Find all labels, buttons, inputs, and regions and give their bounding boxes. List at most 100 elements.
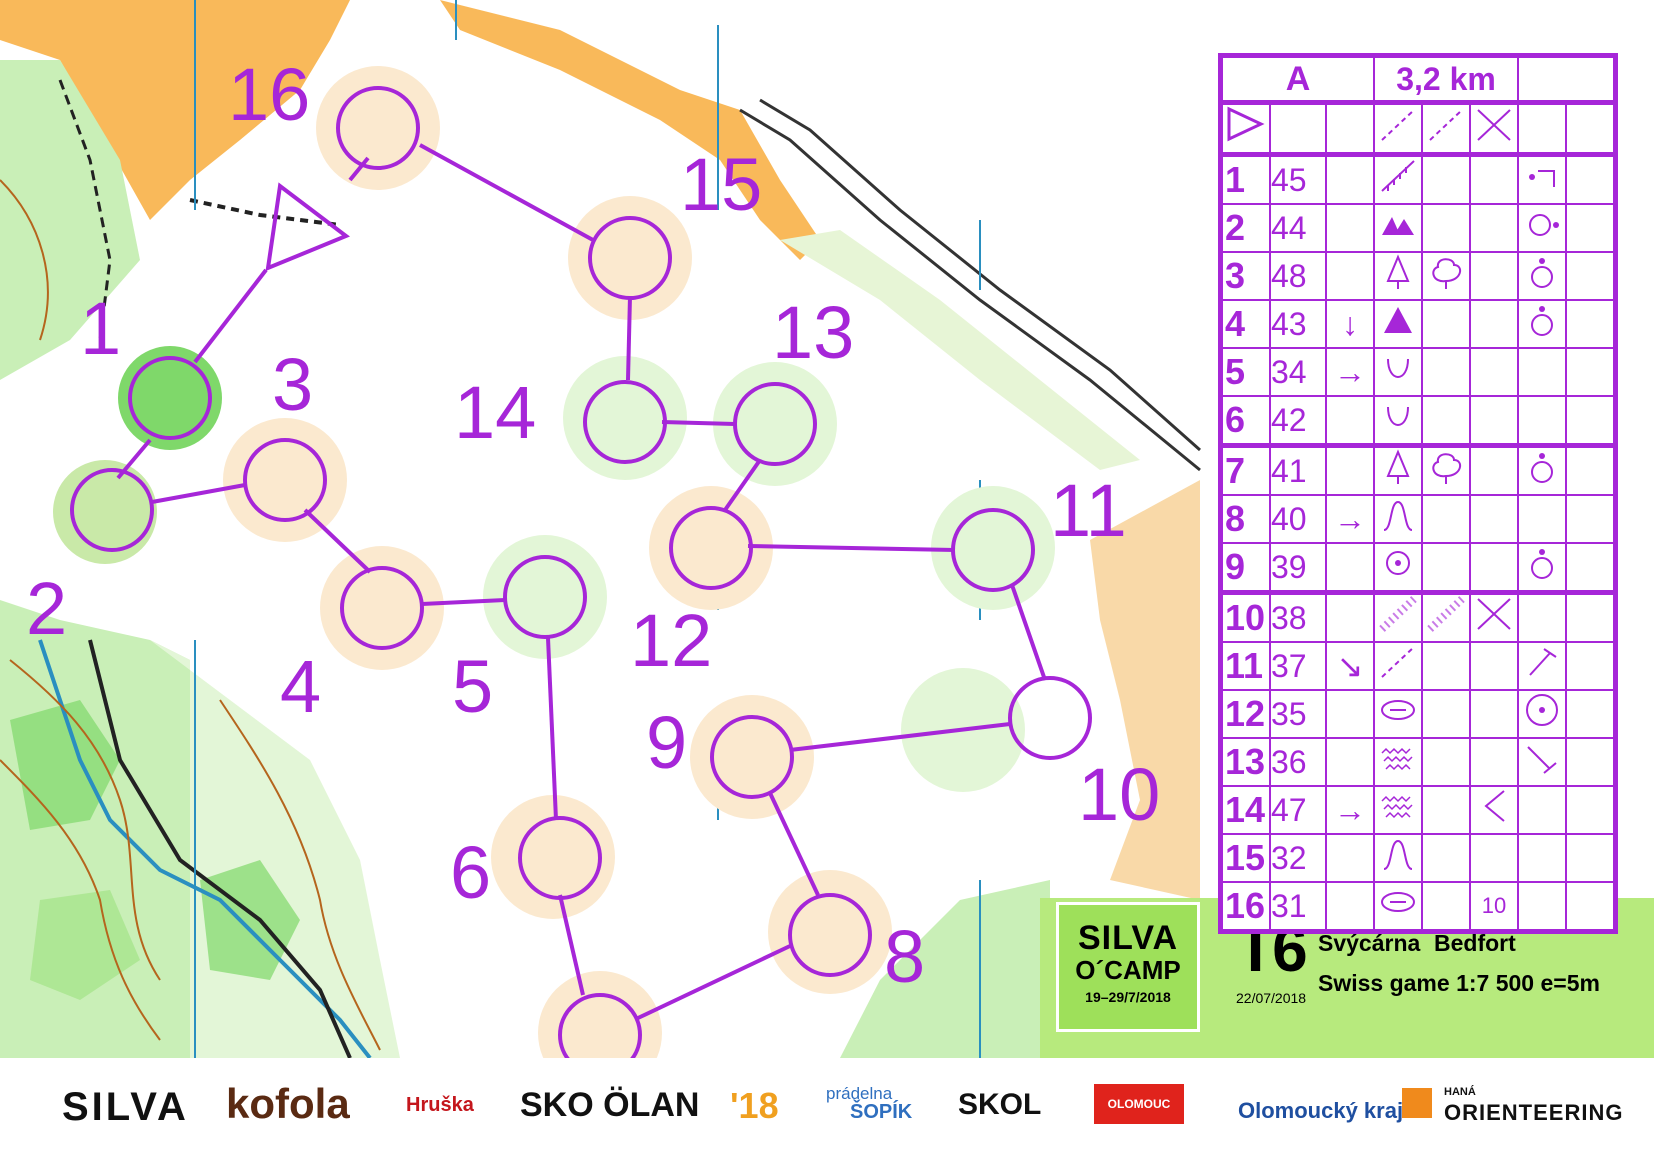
description-row: 4 43 ↓	[1219, 299, 1617, 349]
feature-cell	[1421, 347, 1471, 397]
description-row: 14 47 →	[1219, 785, 1617, 835]
control-code: 36	[1269, 737, 1327, 787]
control-circle-6	[518, 816, 602, 900]
position-cell	[1517, 881, 1567, 933]
track-icon	[1381, 646, 1415, 678]
direction-cell	[1325, 737, 1375, 787]
feature-cell	[1469, 641, 1519, 691]
course-leg	[193, 268, 268, 364]
feature-cell	[1373, 203, 1423, 253]
camp-logo-line1: SILVA	[1077, 919, 1179, 957]
start-blank	[1565, 100, 1617, 156]
description-row: 6 42	[1219, 395, 1617, 447]
feature-cell	[1469, 443, 1519, 496]
top-position-icon	[1531, 549, 1553, 579]
control-seq: 6	[1219, 395, 1271, 447]
position-cell	[1517, 395, 1567, 447]
open-land-area	[0, 0, 1200, 470]
position-cell	[1517, 251, 1567, 301]
control-circle-4	[340, 566, 424, 650]
feature-cell	[1373, 494, 1423, 544]
position-cell	[1517, 152, 1567, 205]
description-row: 7 41	[1219, 443, 1617, 496]
position-cell	[1517, 641, 1567, 691]
depression-icon	[1387, 406, 1409, 426]
control-number-2: 2	[26, 567, 68, 650]
contour	[0, 759, 161, 1041]
direction-cell	[1325, 251, 1375, 301]
side-position-icon	[1529, 214, 1559, 236]
control-seq: 14	[1219, 785, 1271, 835]
control-number-4: 4	[280, 645, 322, 728]
control-number-13: 13	[772, 291, 855, 374]
control-code: 38	[1269, 590, 1327, 643]
feature-cell	[1469, 395, 1519, 447]
kofola-logo: kofola	[226, 1080, 350, 1127]
description-row: 11 37 ↘	[1219, 641, 1617, 691]
end-position-icon	[1527, 746, 1557, 774]
feature-cell	[1421, 737, 1471, 787]
course-leg	[626, 295, 632, 381]
top-position-icon	[1531, 258, 1553, 288]
terrain-layer	[0, 0, 1201, 1060]
track-icon	[1381, 108, 1415, 141]
course-leg	[421, 598, 506, 606]
feature-cell	[1421, 590, 1471, 643]
control-seq: 3	[1219, 251, 1271, 301]
control-number-12: 12	[630, 599, 713, 682]
control-code: 40	[1269, 494, 1327, 544]
description-start-row	[1219, 100, 1617, 156]
deciduous-tree-icon	[1432, 258, 1462, 289]
control-seq: 8	[1219, 494, 1271, 544]
control-seq: 2	[1219, 203, 1271, 253]
feature-cell	[1469, 251, 1519, 301]
eighteen-logo: '18	[730, 1085, 779, 1126]
extra-cell	[1565, 395, 1617, 447]
feature-cell	[1421, 443, 1471, 496]
extra-cell	[1565, 299, 1617, 349]
forest-area	[1090, 480, 1200, 900]
course-leg	[419, 143, 594, 242]
feature-cell	[1373, 641, 1423, 691]
control-seq: 11	[1219, 641, 1271, 691]
feature-cell	[1373, 833, 1423, 883]
position-cell	[1517, 203, 1567, 253]
control-circle-11	[951, 508, 1035, 592]
extra-cell	[1565, 881, 1617, 933]
control-snippets	[53, 66, 1055, 1095]
skol-logo: SKOL	[958, 1088, 1042, 1121]
description-row: 9 39	[1219, 542, 1617, 594]
marsh-icon	[1381, 795, 1413, 819]
center-position-icon	[1526, 694, 1558, 726]
description-header-row: A 3,2 km	[1219, 54, 1617, 104]
control-circle-9	[710, 715, 794, 799]
feature-cell	[1469, 494, 1519, 544]
crossing-icon	[1477, 598, 1511, 630]
extra-cell	[1565, 641, 1617, 691]
extra-cell	[1565, 590, 1617, 643]
control-seq: 9	[1219, 542, 1271, 594]
control-seq: 15	[1219, 833, 1271, 883]
top-position-icon	[1531, 306, 1553, 336]
road-strip	[739, 108, 1201, 472]
control-circle-14	[583, 380, 667, 464]
hana-orienteering-logo: ORIENTEERING	[1444, 1100, 1624, 1125]
start-feature-cell	[1469, 100, 1519, 156]
control-seq: 12	[1219, 689, 1271, 739]
control-number-9: 9	[646, 701, 688, 784]
path	[189, 198, 341, 227]
control-code: 34	[1269, 347, 1327, 397]
position-cell	[1517, 347, 1567, 397]
feature-cell	[1421, 689, 1471, 739]
control-code: 37	[1269, 641, 1327, 691]
stage-date: 22/07/2018	[1236, 990, 1307, 1006]
feature-cell	[1421, 152, 1471, 205]
control-code: 39	[1269, 542, 1327, 594]
control-circle-16	[336, 86, 420, 170]
control-circle-13	[733, 382, 817, 466]
control-circle-12	[669, 506, 753, 590]
area-name-secondary: Bedfort	[1434, 930, 1516, 956]
position-cell	[1517, 542, 1567, 594]
course-leg	[768, 792, 820, 896]
description-row: 3 48	[1219, 251, 1617, 301]
